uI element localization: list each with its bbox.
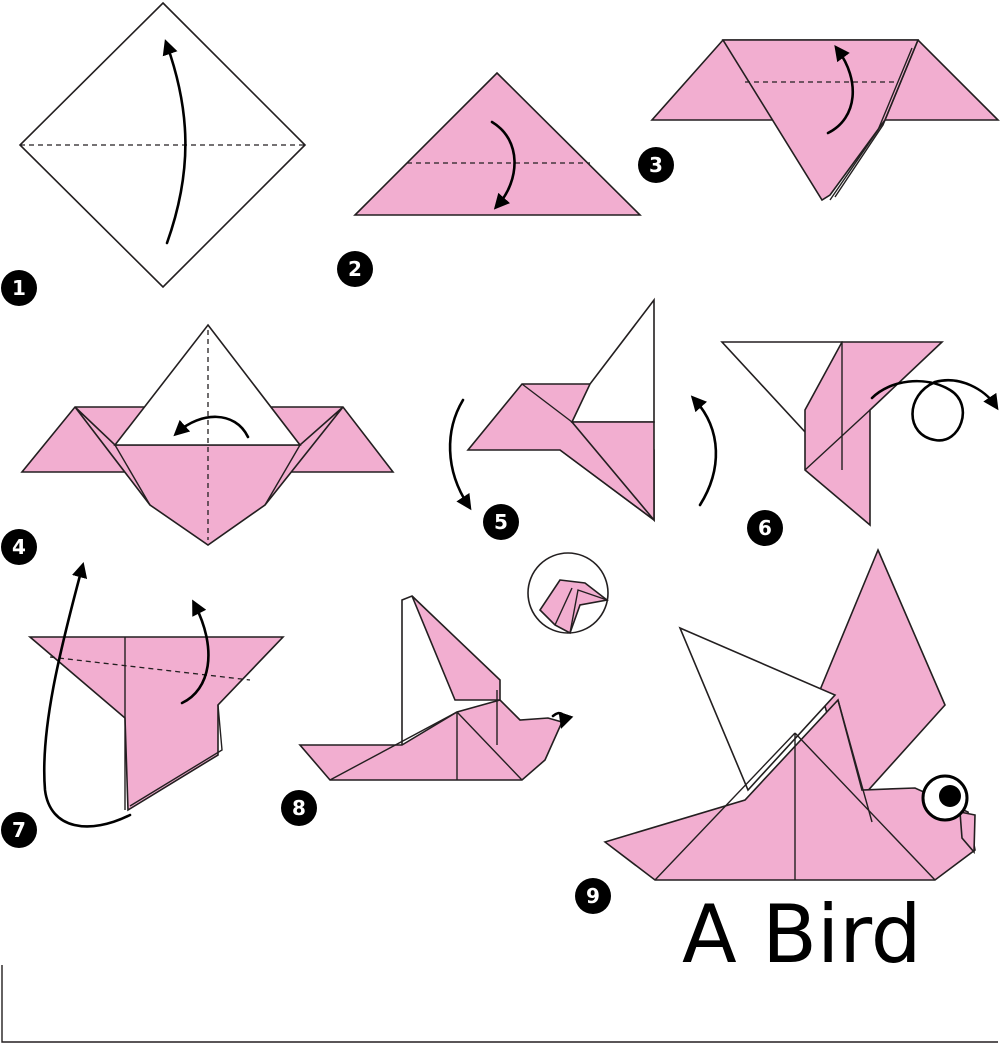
step-number-4: 4 — [12, 535, 26, 559]
detail-magnifier — [527, 552, 609, 635]
step-number-6: 6 — [758, 516, 772, 540]
step-number-2: 2 — [348, 257, 362, 281]
step-6-diagram — [720, 341, 999, 527]
step-badge-4: 4 — [1, 529, 37, 565]
step-badge-9: 9 — [575, 878, 611, 914]
step-8-diagram — [298, 552, 609, 781]
step-badge-1: 1 — [1, 270, 37, 306]
step-9-diagram — [603, 547, 976, 881]
step-number-1: 1 — [12, 276, 26, 300]
diagram-title: A Bird — [682, 888, 922, 981]
step-badge-5: 5 — [483, 504, 519, 540]
step-1-diagram — [18, 1, 307, 289]
step-number-9: 9 — [586, 884, 600, 908]
step-number-7: 7 — [12, 818, 26, 842]
step-badge-6: 6 — [747, 510, 783, 546]
step-badge-3: 3 — [638, 147, 674, 183]
step-3-diagram — [650, 39, 1000, 202]
step-number-8: 8 — [292, 796, 306, 820]
step-2-diagram — [353, 71, 642, 216]
frame-edge — [1, 965, 998, 1043]
step-7-diagram — [27, 561, 285, 828]
bird-eye-icon — [921, 774, 969, 822]
step-number-5: 5 — [494, 510, 508, 534]
step-badge-8: 8 — [281, 790, 317, 826]
step-badge-2: 2 — [337, 251, 373, 287]
step-4-diagram — [20, 323, 395, 546]
step-5-diagram — [448, 297, 718, 523]
step-number-3: 3 — [649, 153, 663, 177]
step-badge-7: 7 — [1, 812, 37, 848]
